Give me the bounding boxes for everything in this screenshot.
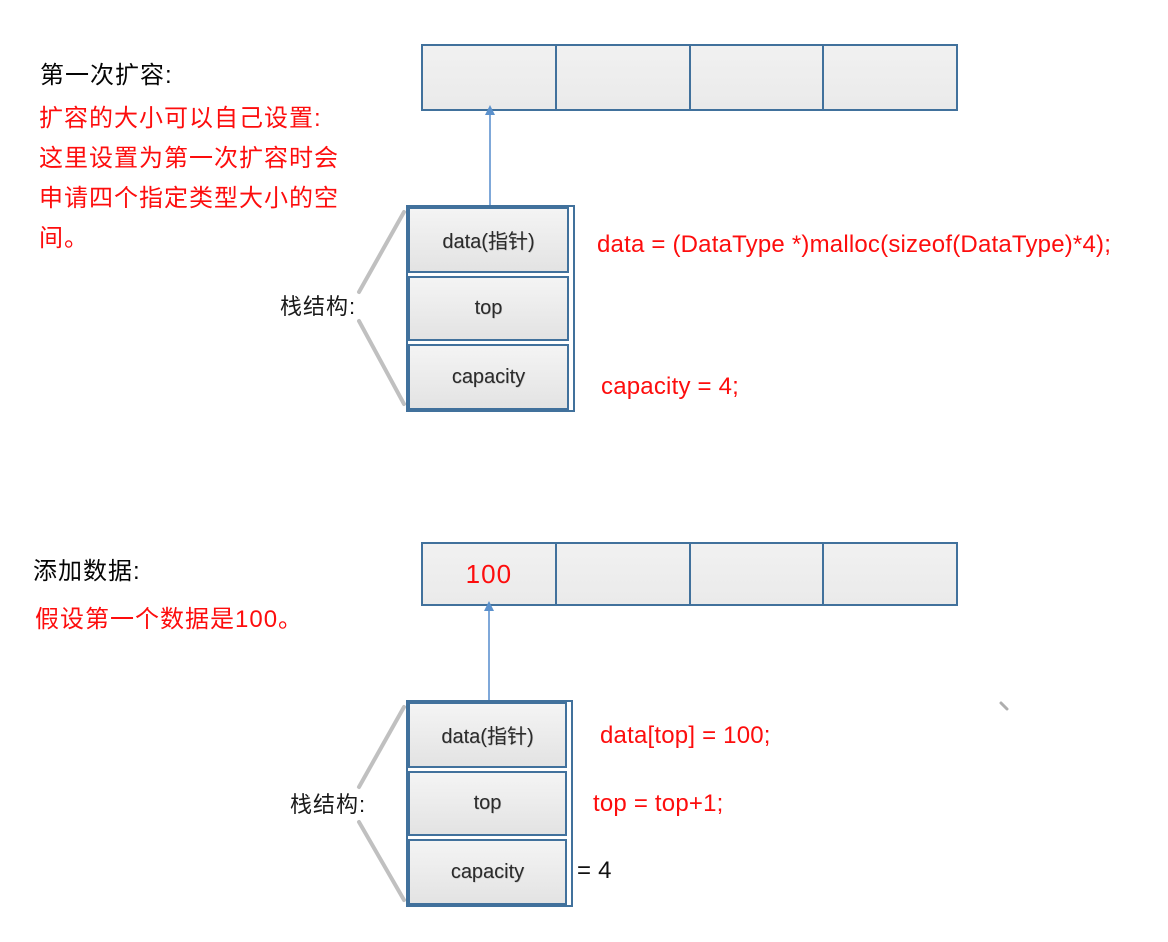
array-cell-value: 100	[465, 558, 513, 589]
code-annotation-malloc: data = (DataType *)malloc(sizeof(DataTyp…	[597, 231, 1112, 258]
bracket-line-bottom-2	[357, 820, 406, 902]
array-cell	[423, 46, 555, 109]
stack-field-capacity: capacity	[408, 839, 567, 906]
note-line: 申请四个指定类型大小的空	[39, 185, 339, 212]
stack-struct-box-1: data(指针) top capacity	[406, 205, 575, 412]
stack-field-label: capacity	[450, 860, 525, 883]
code-annotation-assign: data[top] = 100;	[600, 722, 771, 749]
array-cell	[554, 46, 689, 109]
memory-array-2: 100	[421, 542, 958, 606]
stack-field-label: top	[473, 792, 502, 814]
stack-field-label: data(指针)	[441, 726, 534, 749]
stack-field-label: top	[474, 297, 503, 319]
array-cell	[688, 544, 823, 604]
bracket-line-bottom-1	[357, 319, 406, 406]
section2-title: 添加数据:	[33, 558, 141, 585]
stack-field-top: top	[408, 275, 569, 342]
stray-mark	[999, 701, 1009, 711]
section2-note: 假设第一个数据是100。	[35, 600, 303, 640]
arrowhead-icon	[484, 601, 494, 611]
up-arrow-icon	[485, 105, 495, 205]
stack-struct-label: 栈结构:	[280, 294, 357, 319]
code-annotation-top-inc: top = top+1;	[593, 790, 724, 817]
array-cell: 100	[423, 544, 555, 604]
stack-field-top: top	[408, 770, 567, 837]
bracket-line-top-1	[357, 210, 406, 294]
memory-array-1	[421, 44, 958, 111]
stack-field-data: data(指针)	[408, 207, 569, 273]
stack-struct-box-2: data(指针) top capacity	[406, 700, 573, 907]
bracket-line-top-2	[357, 705, 406, 789]
note-line: 假设第一个数据是100。	[35, 606, 304, 633]
code-annotation-capacity: capacity = 4;	[601, 373, 740, 400]
up-arrow-icon	[484, 601, 494, 700]
array-cell	[688, 46, 823, 109]
section1-title: 第一次扩容:	[40, 62, 173, 89]
stack-field-capacity: capacity	[408, 344, 569, 411]
array-cell	[822, 544, 956, 604]
note-line: 这里设置为第一次扩容时会	[39, 145, 339, 172]
arrowhead-icon	[485, 105, 495, 115]
stack-field-label: capacity	[451, 365, 526, 388]
section1-note: 扩容的大小可以自己设置: 这里设置为第一次扩容时会 申请四个指定类型大小的空 间…	[39, 99, 339, 259]
stack-field-label: data(指针)	[442, 231, 535, 254]
stack-struct-label: 栈结构:	[290, 792, 367, 817]
note-line: 间。	[39, 225, 89, 252]
note-line: 扩容的大小可以自己设置:	[39, 105, 322, 132]
stack-field-data: data(指针)	[408, 702, 567, 768]
code-annotation-capacity-value: = 4	[577, 857, 612, 884]
array-cell	[554, 544, 689, 604]
array-cell	[822, 46, 956, 109]
